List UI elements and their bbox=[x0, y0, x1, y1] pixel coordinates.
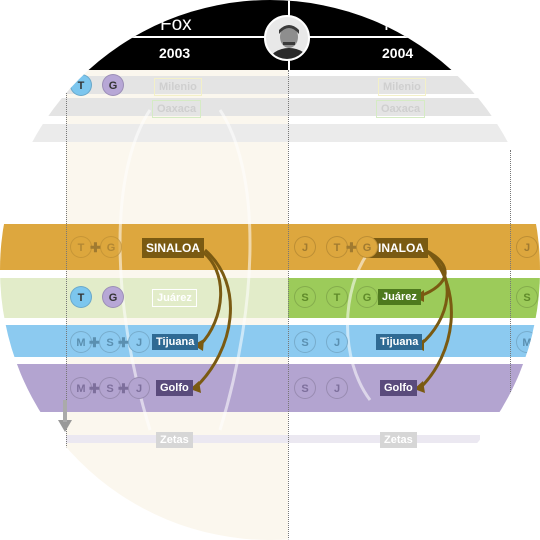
year-label: 2004 bbox=[382, 45, 414, 61]
scroll-indicator-stem bbox=[63, 400, 67, 422]
arrow-sinaloa-golfo-2004 bbox=[418, 250, 453, 390]
badge-g[interactable]: G bbox=[356, 236, 378, 258]
oaxaca-label: Oaxaca bbox=[152, 100, 202, 118]
badge-g[interactable]: G bbox=[100, 236, 122, 258]
golfo-label[interactable]: Golfo bbox=[380, 380, 417, 396]
faint-arc bbox=[346, 249, 372, 401]
badge-j[interactable]: J bbox=[294, 236, 316, 258]
badge-s[interactable]: S bbox=[99, 377, 121, 399]
zetas-label[interactable]: Zetas bbox=[156, 432, 193, 448]
header-vline bbox=[510, 0, 512, 70]
badge-s[interactable]: S bbox=[294, 377, 316, 399]
plus-icon: ✚ bbox=[118, 335, 129, 350]
badge-s[interactable]: S bbox=[516, 286, 538, 308]
portrait-icon-drawing bbox=[266, 17, 308, 59]
badge-j[interactable]: J bbox=[326, 331, 348, 353]
arrowhead bbox=[414, 381, 425, 393]
president-name: Fox bbox=[160, 14, 192, 35]
badge-t[interactable]: T bbox=[70, 286, 92, 308]
faint-arc bbox=[218, 109, 252, 431]
year-gridline bbox=[66, 70, 67, 540]
juarez-label[interactable]: Juárez bbox=[378, 289, 421, 305]
golfo-label[interactable]: Golfo bbox=[156, 380, 193, 396]
plus-icon: ✚ bbox=[89, 335, 100, 350]
badge-j[interactable]: J bbox=[128, 377, 150, 399]
tijuana-label[interactable]: Tijuana bbox=[376, 334, 423, 350]
arrow-sinaloa-golfo bbox=[193, 248, 232, 390]
header-vline bbox=[66, 0, 68, 70]
badge-m[interactable]: M bbox=[516, 331, 538, 353]
zetas-label[interactable]: Zetas bbox=[380, 432, 417, 448]
sinaloa-label[interactable]: SINALOA bbox=[366, 238, 428, 258]
badge-g[interactable]: G bbox=[102, 74, 124, 96]
badge-t[interactable]: T bbox=[70, 236, 92, 258]
arrow-sinaloa-tijuana bbox=[198, 248, 223, 347]
badge-t[interactable]: T bbox=[326, 236, 348, 258]
badge-s[interactable]: S bbox=[99, 331, 121, 353]
badge-j[interactable]: J bbox=[326, 377, 348, 399]
badge-t[interactable]: T bbox=[70, 74, 92, 96]
arrowhead bbox=[193, 339, 204, 351]
president-name: Fo bbox=[384, 14, 407, 35]
plus-icon: ✚ bbox=[90, 240, 101, 255]
scroll-down-indicator[interactable] bbox=[58, 420, 72, 432]
badge-m[interactable]: M bbox=[516, 377, 538, 399]
badge-j[interactable]: J bbox=[128, 331, 150, 353]
plus-icon: ✚ bbox=[346, 240, 357, 255]
arrowhead bbox=[190, 381, 201, 393]
juarez-label[interactable]: Juárez bbox=[152, 289, 197, 307]
year-gridline bbox=[288, 70, 289, 540]
badge-s[interactable]: S bbox=[294, 286, 316, 308]
zetas-row bbox=[66, 435, 480, 443]
oaxaca-label: Oaxaca bbox=[376, 100, 426, 118]
badge-g[interactable]: G bbox=[102, 286, 124, 308]
year-label: 2003 bbox=[159, 45, 191, 61]
badge-j[interactable]: J bbox=[516, 236, 538, 258]
badge-g[interactable]: G bbox=[356, 286, 378, 308]
portrait-icon[interactable] bbox=[264, 15, 310, 61]
badge-t[interactable]: T bbox=[326, 286, 348, 308]
plus-icon: ✚ bbox=[118, 381, 129, 396]
milenio-label: Milenio bbox=[154, 78, 202, 96]
badge-s[interactable]: S bbox=[294, 331, 316, 353]
sinaloa-label[interactable]: SINALOA bbox=[142, 238, 204, 258]
tijuana-label[interactable]: Tijuana bbox=[152, 334, 199, 350]
badge-m[interactable]: M bbox=[70, 377, 92, 399]
oaxaca-row bbox=[0, 98, 540, 116]
plus-icon: ✚ bbox=[89, 381, 100, 396]
milenio-label: Milenio bbox=[378, 78, 426, 96]
milenio-row bbox=[0, 76, 540, 94]
year-gridline bbox=[510, 150, 511, 540]
badge-m[interactable]: M bbox=[70, 331, 92, 353]
